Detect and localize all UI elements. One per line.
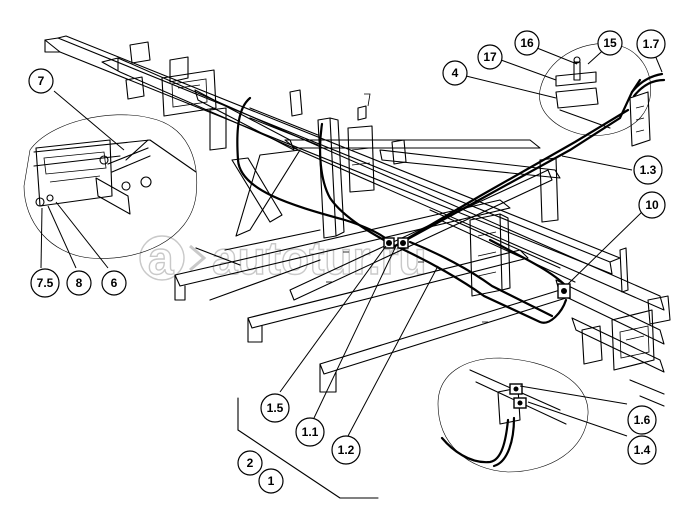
callout-label: 1.6 bbox=[634, 413, 651, 427]
callout-7: 7 bbox=[28, 68, 54, 94]
callout-label: 1.3 bbox=[640, 163, 657, 177]
callout-1-4: 1.4 bbox=[627, 435, 657, 465]
callout-1-7: 1.7 bbox=[636, 29, 666, 59]
callout-label: 1.7 bbox=[643, 37, 660, 51]
callout-label: 16 bbox=[520, 36, 534, 50]
callout-label: 4 bbox=[452, 66, 459, 80]
callout-label: 6 bbox=[111, 276, 118, 290]
callout-2: 2 bbox=[237, 450, 263, 476]
callout-1-5: 1.5 bbox=[260, 393, 290, 423]
callout-16: 16 bbox=[514, 30, 540, 56]
callout-label: 1.5 bbox=[267, 401, 284, 415]
couplings bbox=[383, 237, 571, 299]
callout-label: 17 bbox=[483, 50, 497, 64]
callout-4: 4 bbox=[442, 60, 468, 86]
callout-label: 15 bbox=[603, 36, 617, 50]
detail-circle-clamp bbox=[539, 43, 651, 147]
callout-1-6: 1.6 bbox=[627, 405, 657, 435]
callout-label: 7 bbox=[38, 74, 45, 88]
callout-label: 1.4 bbox=[634, 443, 651, 457]
callout-10: 10 bbox=[638, 191, 666, 219]
callout-6: 6 bbox=[101, 270, 127, 296]
callout-15: 15 bbox=[597, 30, 623, 56]
callout-17: 17 bbox=[477, 44, 503, 70]
callout-1: 1 bbox=[258, 468, 284, 494]
leader-lines bbox=[40, 43, 663, 437]
callout-8: 8 bbox=[66, 270, 92, 296]
callout-label: 8 bbox=[76, 276, 83, 290]
callout-label: 2 bbox=[247, 456, 254, 470]
callout-label: 1.1 bbox=[302, 425, 319, 439]
callout-7-5: 7.5 bbox=[30, 268, 60, 298]
callout-1-2: 1.2 bbox=[331, 435, 361, 465]
callout-label: 1.2 bbox=[338, 443, 355, 457]
callout-1-3: 1.3 bbox=[633, 155, 663, 185]
callout-1-1: 1.1 bbox=[295, 417, 325, 447]
watermark-logo-letter: a bbox=[148, 232, 174, 284]
detail-circle-coupler bbox=[437, 357, 589, 473]
callout-label: 7.5 bbox=[37, 276, 54, 290]
callout-label: 10 bbox=[645, 198, 659, 212]
detail-circle-bolt bbox=[23, 114, 197, 259]
hose-lines bbox=[236, 72, 666, 324]
callout-label: 1 bbox=[268, 474, 275, 488]
frame-drawing bbox=[44, 35, 671, 499]
